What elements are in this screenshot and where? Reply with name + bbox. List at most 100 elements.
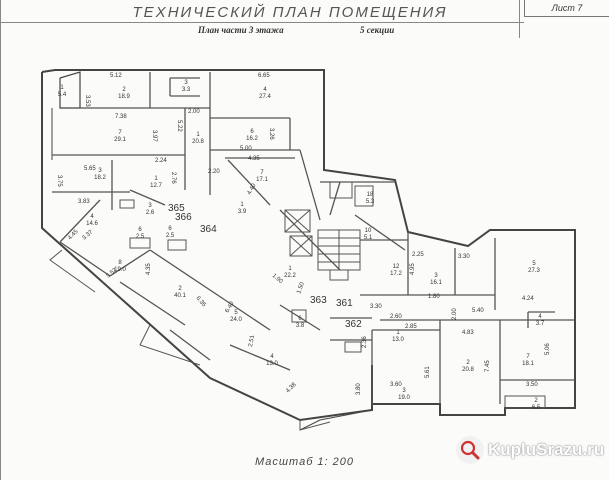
room-label: 33.3 — [182, 80, 191, 93]
room-label: 240.1 — [174, 286, 186, 299]
svg-text:5.3: 5.3 — [366, 199, 375, 205]
dimension-label: 1.90 — [271, 273, 284, 286]
svg-text:5: 5 — [532, 261, 536, 267]
dimension-label: 3.60 — [390, 382, 402, 388]
room-label: 616.2 — [246, 129, 258, 142]
svg-text:27.4: 27.4 — [259, 94, 271, 100]
dimension-label: 5.65 — [84, 166, 96, 172]
svg-text:27.3: 27.3 — [528, 268, 540, 274]
dimension-label: 2.60 — [390, 314, 402, 320]
svg-text:13.0: 13.0 — [392, 337, 404, 343]
apartment-numbers: 366 365 364 363 361 362 — [168, 203, 362, 330]
room-label: 218.9 — [118, 87, 130, 100]
frame-divider — [519, 0, 520, 38]
dimension-label: 3.30 — [458, 254, 470, 260]
apartment-number: 364 — [200, 224, 217, 235]
svg-text:12.7: 12.7 — [150, 183, 162, 189]
svg-text:4: 4 — [538, 314, 542, 320]
watermark-text: KupluSrazu.ru — [488, 440, 605, 459]
dimension-label: 4.83 — [462, 330, 474, 336]
room-label: 32.6 — [146, 203, 155, 216]
svg-text:24.0: 24.0 — [230, 317, 242, 323]
svg-text:1: 1 — [154, 176, 158, 182]
svg-text:2.5: 2.5 — [136, 234, 145, 240]
dimension-label: 5.00 — [240, 146, 252, 152]
svg-text:17.1: 17.1 — [256, 177, 268, 183]
svg-text:2.6: 2.6 — [146, 210, 155, 216]
svg-text:2: 2 — [178, 286, 182, 292]
watermark: KupluSrazu.ru — [456, 436, 604, 464]
svg-text:17.2: 17.2 — [390, 271, 402, 277]
svg-text:1: 1 — [288, 266, 292, 272]
scale-label: Масштаб 1: 200 — [255, 456, 355, 468]
subtitle-left: План части 3 этажа — [198, 25, 284, 35]
dimension-label: 1.80 — [428, 294, 440, 300]
dimension-label: 5.40 — [472, 308, 484, 314]
dimension-label: 6.65 — [258, 73, 270, 79]
room-label: 717.1 — [256, 170, 268, 183]
balconies — [49, 249, 331, 431]
svg-text:3: 3 — [98, 168, 102, 174]
interior-walls — [52, 72, 575, 404]
room-label: 427.4 — [259, 87, 271, 100]
svg-text:3: 3 — [148, 203, 152, 209]
svg-text:1: 1 — [60, 85, 64, 91]
sheet-number: Лист 7 — [524, 0, 609, 17]
svg-text:6.5: 6.5 — [532, 405, 541, 411]
dimension-label: 5.12 — [110, 73, 122, 79]
room-label: 718.1 — [522, 354, 534, 367]
dimension-label: 4.40 — [247, 182, 258, 196]
svg-text:3: 3 — [184, 80, 188, 86]
room-label: 15.4 — [58, 85, 67, 98]
apartment-number: 361 — [336, 298, 353, 309]
svg-text:3.9: 3.9 — [238, 209, 247, 215]
svg-text:5: 5 — [234, 310, 238, 316]
svg-text:14.6: 14.6 — [86, 221, 98, 227]
stairwell — [119, 181, 546, 409]
dimension-label: 2.85 — [405, 324, 417, 330]
dimension-label: 3.97 — [151, 130, 157, 142]
room-label: 220.8 — [462, 360, 474, 373]
svg-text:20.8: 20.8 — [192, 139, 204, 145]
svg-text:19.0: 19.0 — [398, 395, 410, 401]
dimension-label: 2.00 — [452, 308, 458, 320]
apartment-number: 363 — [310, 295, 327, 306]
room-label: 63.8 — [296, 316, 305, 329]
svg-text:2: 2 — [466, 360, 470, 366]
room-label: 112.7 — [150, 176, 162, 189]
svg-text:7: 7 — [526, 354, 530, 360]
svg-text:4: 4 — [263, 87, 267, 93]
svg-text:7: 7 — [260, 170, 264, 176]
dimension-label: 4.24 — [522, 296, 534, 302]
svg-text:5.4: 5.4 — [58, 92, 67, 98]
svg-text:3.3: 3.3 — [182, 87, 191, 93]
dimension-label: 5.06 — [545, 343, 551, 355]
svg-text:18: 18 — [367, 192, 374, 198]
dimension-label: 3.26 — [268, 128, 274, 140]
svg-text:4: 4 — [270, 354, 274, 360]
svg-text:6: 6 — [250, 129, 254, 135]
room-label: 316.1 — [430, 273, 442, 286]
dimension-label: 4.35 — [248, 156, 260, 162]
svg-text:1: 1 — [240, 202, 244, 208]
apartment-number: 362 — [345, 319, 362, 330]
svg-text:13.0: 13.0 — [266, 361, 278, 367]
svg-text:2: 2 — [534, 398, 538, 404]
svg-text:1: 1 — [396, 330, 400, 336]
room-label: 819.0 — [114, 260, 126, 273]
svg-text:5.1: 5.1 — [364, 235, 373, 241]
frame-left — [0, 0, 1, 480]
svg-text:19.0: 19.0 — [114, 267, 126, 273]
dimension-label: 6.35 — [194, 295, 207, 308]
svg-text:22.2: 22.2 — [284, 273, 296, 279]
room-label: 13.9 — [238, 202, 247, 215]
room-label: 26.5 — [532, 398, 541, 411]
room-label: 185.3 — [366, 192, 375, 205]
svg-text:40.1: 40.1 — [174, 293, 186, 299]
room-label: 414.6 — [86, 214, 98, 227]
search-icon — [456, 436, 484, 464]
svg-text:12: 12 — [393, 264, 400, 270]
